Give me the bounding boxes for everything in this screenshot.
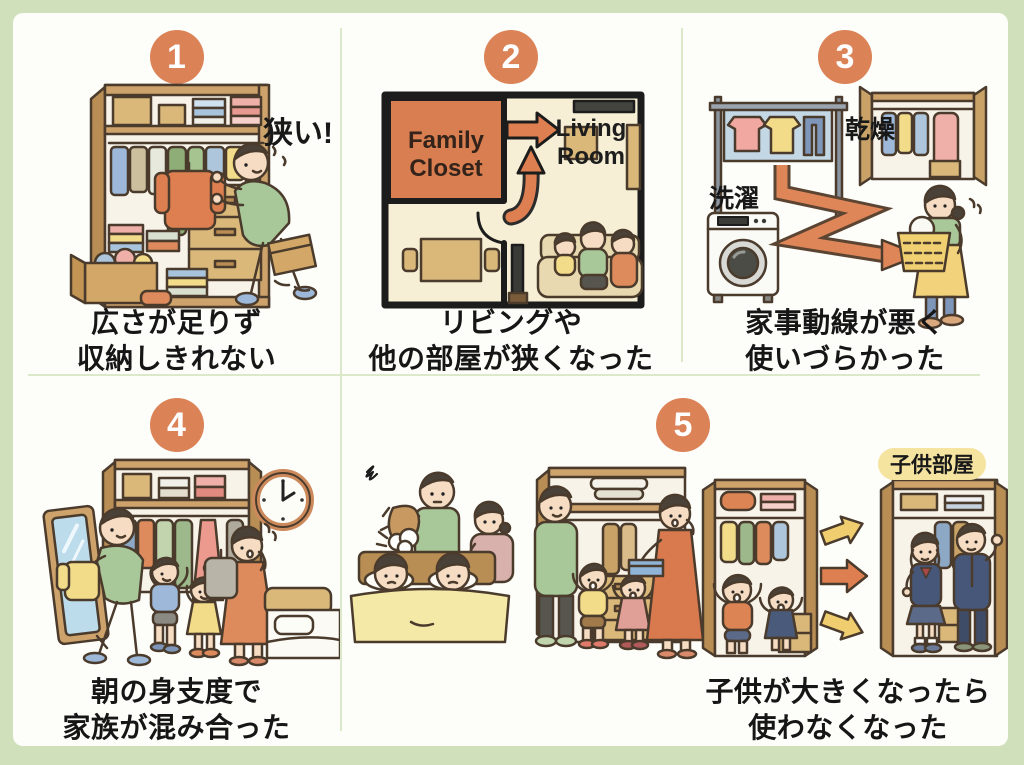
panel-3-number: 3 (835, 37, 855, 76)
kids-bed-icon (349, 550, 511, 644)
boy-figure (149, 556, 189, 655)
kids-room-badge-text: 子供部屋 (890, 454, 974, 477)
wall-clock-icon (252, 469, 314, 531)
hung-laundry (726, 115, 826, 157)
flow-arrow-curved (502, 145, 546, 226)
panel-5-number: 5 (673, 405, 693, 444)
bed-icon (263, 586, 340, 660)
divider-vertical-right (681, 28, 683, 362)
panel-2-caption: リビングや 他の部屋が狭くなった (368, 307, 654, 374)
blue-storage-box-icon (627, 558, 665, 578)
folded-clothes-stack (191, 95, 263, 127)
panel-4-caption: 朝の身支度で 家族が混み合った (62, 676, 291, 743)
panel-4: 4 (13, 377, 340, 746)
zigzag-arrow-icon (768, 165, 922, 272)
drying-label: 乾燥 (844, 116, 895, 144)
grown-kids-scene (701, 478, 1008, 658)
washing-machine-icon (706, 211, 780, 304)
family-closet-scene (533, 466, 705, 660)
laundry-basket-icon (896, 215, 952, 273)
panel-4-number-badge: 4 (149, 398, 204, 452)
drying-rack-icon (708, 95, 849, 225)
panel-2-illustration (381, 91, 645, 309)
cardboard-box-icon (69, 247, 209, 307)
panel-4-number: 4 (167, 405, 186, 444)
folded-piles (107, 223, 181, 254)
panel-5-illustration (349, 465, 1008, 660)
teen-girl-figure (901, 531, 947, 654)
panel-1-number: 1 (167, 37, 186, 76)
panel-1-annotation: 狭い! (263, 117, 333, 150)
washing-label: 洗濯 (708, 185, 759, 213)
divider-vertical-left (340, 28, 342, 731)
panel-2-number: 2 (501, 37, 521, 76)
tossed-box-icon (266, 233, 318, 277)
living-room-label: Living Room (555, 115, 627, 170)
panel-4-illustration (42, 458, 340, 667)
panel-5: 5 (341, 377, 1008, 746)
panel-1: 1 (13, 13, 340, 376)
yellow-shirt-icon (55, 560, 101, 602)
panel-3-number-badge: 3 (818, 30, 872, 84)
panel-2: 2 (341, 13, 681, 376)
father-figure (55, 507, 152, 667)
panel-3: 3 (682, 13, 1008, 376)
family-closet-room (385, 95, 507, 204)
transition-arrows (819, 515, 869, 641)
floor-plan-icon (381, 91, 645, 309)
panel-5-caption: 子供が大きくなったら 使わなくなった (705, 676, 991, 743)
flow-arrow-horizontal (505, 111, 561, 149)
panel-1-number-badge: 1 (149, 30, 204, 84)
orange-sweater-icon (153, 161, 227, 231)
mother-figure (202, 522, 277, 667)
sofa-family-icon (536, 221, 644, 299)
bedtime-scene (349, 465, 515, 644)
panel-5-number-badge: 5 (656, 398, 710, 452)
panel-1-illustration (69, 83, 318, 309)
kids-room-badge: 子供部屋 (878, 448, 986, 480)
panel-2-number-badge: 2 (484, 30, 538, 84)
family-closet-label: Family Closet (407, 127, 485, 182)
teen-boy-figure (952, 522, 1004, 653)
divider-horizontal (28, 374, 980, 376)
hanger-clothes-icon (203, 548, 239, 600)
panel-3-caption: 家事動線が悪く 使いづらかった (745, 307, 945, 374)
closet-icon (858, 85, 988, 187)
panel-1-caption: 広さが足りず 収納しきれない (76, 307, 277, 374)
panel-3-illustration (706, 85, 988, 330)
